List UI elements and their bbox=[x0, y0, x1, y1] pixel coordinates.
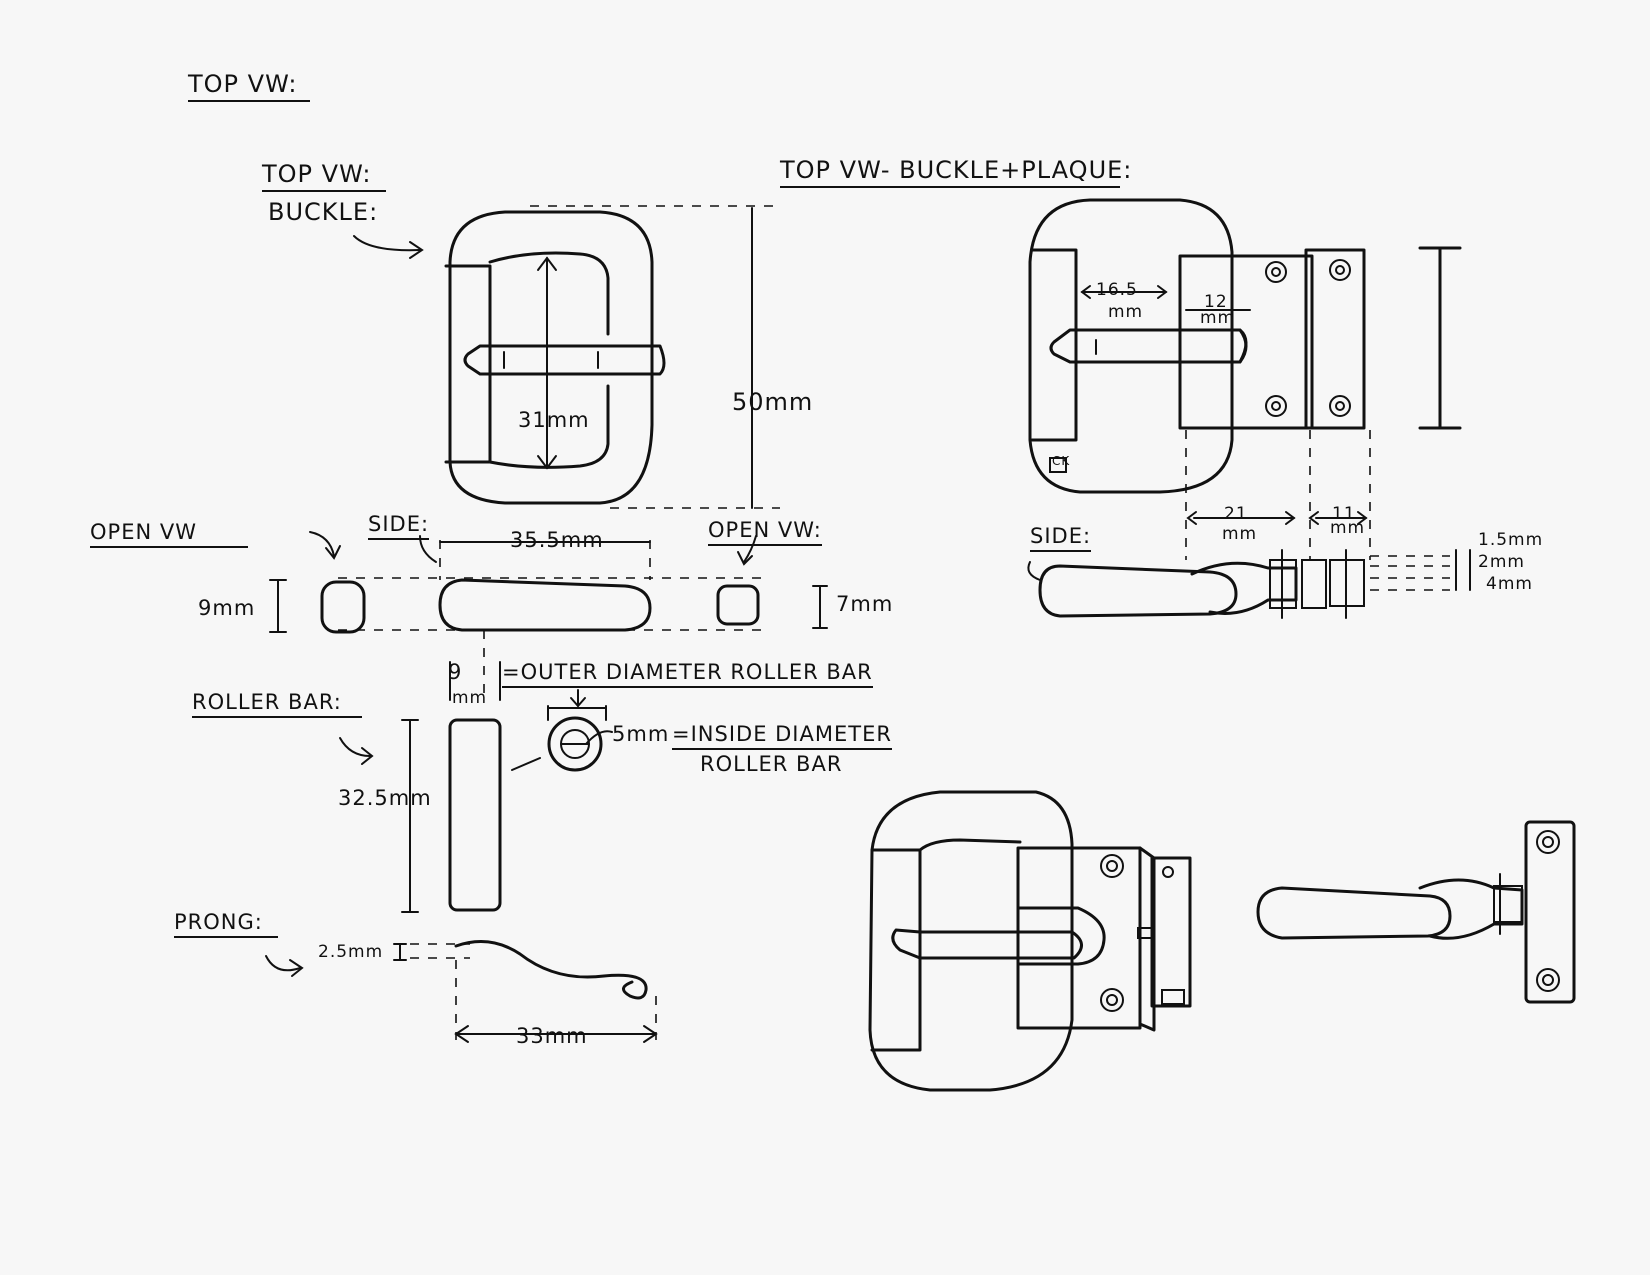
buckle-plaque-top-view bbox=[1028, 198, 1462, 560]
buckle-section-subheading: BUCKLE: bbox=[268, 198, 379, 226]
roller-bar-views bbox=[339, 661, 613, 913]
buckle-plaque-side-view bbox=[1027, 549, 1471, 619]
dim-2mm: 2mm bbox=[1478, 552, 1525, 572]
side-views bbox=[269, 531, 828, 700]
dim-12-unit: mm bbox=[1200, 308, 1236, 328]
dim-32-5mm: 32.5mm bbox=[338, 786, 432, 810]
dim-1-5mm: 1.5mm bbox=[1478, 530, 1544, 550]
open-view-left-label: OPEN VW bbox=[90, 520, 248, 548]
dim-7mm: 7mm bbox=[836, 592, 894, 616]
buckle-top-view bbox=[353, 205, 780, 509]
dim-9-top: 9 bbox=[448, 660, 463, 684]
inside-diameter-label-2: ROLLER BAR bbox=[700, 752, 843, 776]
prong-heading: PRONG: bbox=[174, 910, 278, 938]
dim-16-5: 16.5 bbox=[1096, 280, 1138, 300]
logo-mark: CK bbox=[1052, 454, 1071, 468]
dim-5mm: 5mm bbox=[612, 722, 670, 746]
dim-35-5mm: 35.5mm bbox=[510, 528, 604, 552]
dim-11: 11 bbox=[1332, 504, 1356, 524]
top-view-heading: TOP VW: bbox=[188, 70, 310, 102]
dim-9mm-left: 9mm bbox=[198, 596, 256, 620]
dim-50mm: 50mm bbox=[732, 388, 814, 416]
dim-16-5-unit: mm bbox=[1108, 302, 1144, 322]
dim-12: 12 bbox=[1204, 292, 1228, 312]
dim-21-unit: mm bbox=[1222, 524, 1258, 544]
dim-31mm: 31mm bbox=[518, 408, 590, 432]
inside-diameter-label: =INSIDE DIAMETER bbox=[672, 722, 892, 750]
dim-21: 21 bbox=[1224, 504, 1248, 524]
buckle-plaque-heading: TOP VW- BUCKLE+PLAQUE: bbox=[780, 156, 1131, 188]
buckle-section-heading: TOP VW: bbox=[262, 160, 386, 192]
roller-bar-heading: ROLLER BAR: bbox=[192, 690, 362, 718]
dim-2-5mm: 2.5mm bbox=[318, 942, 384, 962]
open-view-right-label: OPEN VW: bbox=[708, 518, 822, 546]
prong-view bbox=[265, 940, 658, 1043]
dim-33mm: 33mm bbox=[516, 1024, 588, 1048]
side-view-label: SIDE: bbox=[368, 512, 430, 540]
buckle-side-3d-view bbox=[1256, 820, 1576, 1004]
dim-9-top-unit: mm bbox=[452, 688, 488, 708]
outer-diameter-label: =OUTER DIAMETER ROLLER BAR bbox=[502, 660, 873, 688]
dim-4mm: 4mm bbox=[1486, 574, 1533, 594]
side-view-right-label: SIDE: bbox=[1030, 524, 1092, 552]
buckle-plaque-3d-view bbox=[868, 790, 1192, 1092]
dim-11-unit: mm bbox=[1330, 518, 1366, 538]
